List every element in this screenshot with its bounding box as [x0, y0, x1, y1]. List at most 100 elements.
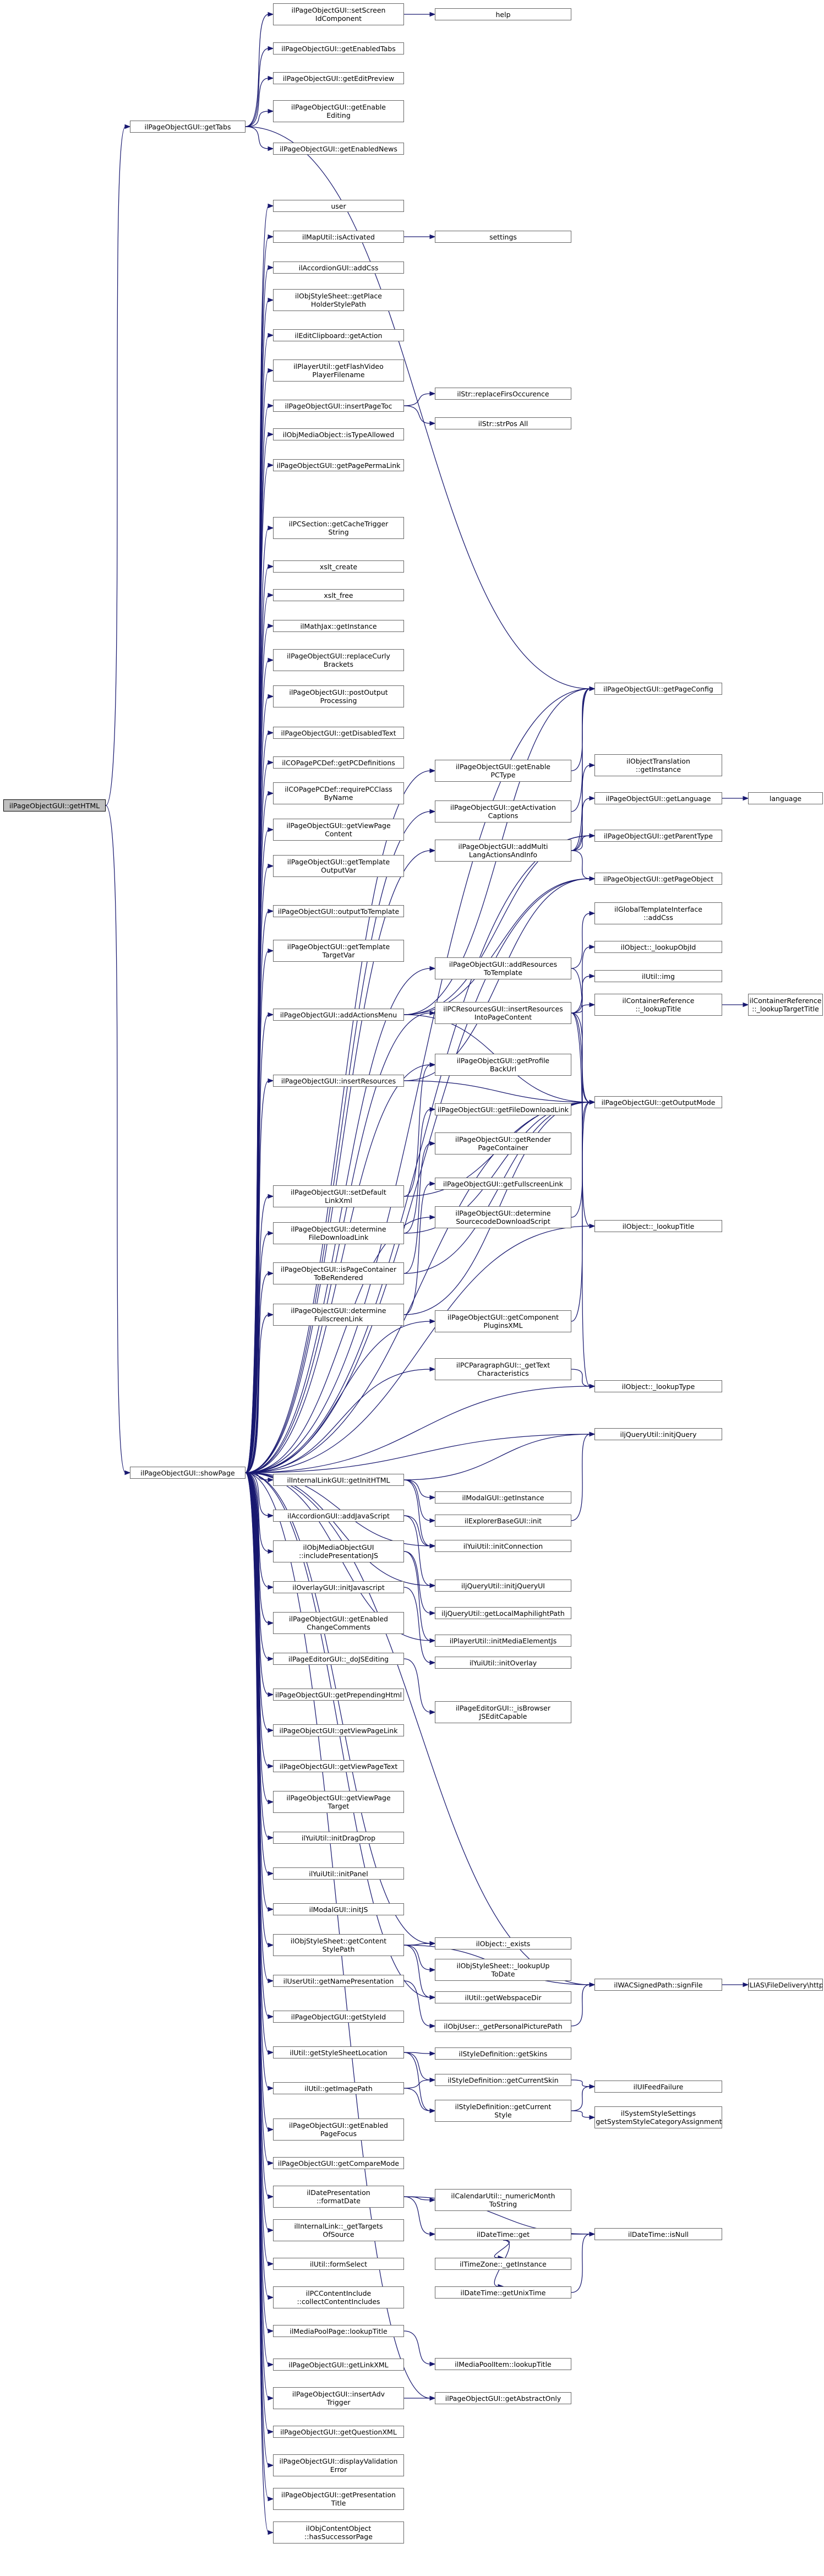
node-n70[interactable]: ilYuiUtil::initConnection	[435, 1540, 571, 1552]
node-n23[interactable]: xslt_free	[273, 589, 404, 601]
node-n12[interactable]: ilAccordionGUI::addCss	[273, 262, 404, 274]
node-n22[interactable]: xslt_create	[273, 560, 404, 573]
node-n16[interactable]: ilPageObjectGUI::insertPageToc	[273, 400, 404, 412]
node-n73[interactable]: ilObjMediaObjectGUI ::includePresentatio…	[273, 1540, 404, 1562]
node-n101[interactable]: ilStyleDefinition::getCurrent Style	[435, 2100, 571, 2122]
node-n71[interactable]: ilAccordionGUI::addJavaScript	[273, 1510, 404, 1522]
node-n58[interactable]: ilPageObjectGUI::getOutputMode	[594, 1096, 722, 1108]
node-n78[interactable]: ilPageObjectGUI::getEnabled ChangeCommen…	[273, 1612, 404, 1634]
node-n35[interactable]: ilPageObjectGUI::insertResources	[273, 1075, 404, 1087]
node-n111[interactable]: ilDateTime::isNull	[594, 2228, 722, 2240]
node-n99[interactable]: ilStyleDefinition::getCurrentSkin	[435, 2074, 571, 2086]
node-n117[interactable]: ilPageObjectGUI::getLinkXML	[273, 2359, 404, 2371]
node-n80[interactable]: ilPageEditorGUI::_isBrowser JSEditCapabl…	[435, 1701, 571, 1723]
node-n5[interactable]: ilPageObjectGUI::getEditPreview	[273, 72, 404, 84]
node-n75[interactable]: ilPlayerUtil::initMediaElementJs	[435, 1635, 571, 1647]
node-n91[interactable]: ilUtil::getWebspaceDir	[435, 1991, 571, 2003]
node-n24[interactable]: ilMathJax::getInstance	[273, 620, 404, 632]
node-n41[interactable]: ilPageObjectGUI::getEnable PCType	[435, 760, 571, 782]
node-n34[interactable]: ilPageObjectGUI::addActionsMenu	[273, 1009, 404, 1021]
node-n69[interactable]: iljQueryUtil::initjQuery	[594, 1428, 722, 1440]
node-n4[interactable]: ilPageObjectGUI::getEnabledTabs	[273, 42, 404, 55]
node-n59[interactable]: ilPageObjectGUI::getRender PageContainer	[435, 1132, 571, 1154]
node-n25[interactable]: ilPageObjectGUI::replaceCurly Brackets	[273, 649, 404, 671]
node-n85[interactable]: ilYuiUtil::initDragDrop	[273, 1832, 404, 1844]
node-n44[interactable]: ilObjectTranslation ::getInstance	[594, 754, 722, 776]
node-n115[interactable]: ilMediaPoolPage::lookupTitle	[273, 2325, 404, 2337]
node-n11[interactable]: settings	[435, 231, 571, 243]
node-n17[interactable]: ilStr::replaceFirsOccurence	[435, 388, 571, 400]
node-n39[interactable]: ilPageObjectGUI::determine FullscreenLin…	[273, 1304, 404, 1326]
node-n33[interactable]: ilPageObjectGUI::getTemplate TargetVar	[273, 940, 404, 962]
node-n68[interactable]: ilExplorerBaseGUI::init	[435, 1515, 571, 1527]
node-n3[interactable]: ilPageObjectGUI::setScreen IdComponent	[273, 3, 404, 25]
node-n9[interactable]: user	[273, 200, 404, 212]
node-n113[interactable]: ilUtil::formSelect	[273, 2258, 404, 2270]
node-n65[interactable]: ilObject::_lookupType	[594, 1380, 722, 1392]
node-n74[interactable]: iljQueryUtil::getLocalMaphilightPath	[435, 1607, 571, 1619]
node-n53[interactable]: ilUtil::img	[594, 970, 722, 982]
node-n27[interactable]: ilPageObjectGUI::getDisabledText	[273, 727, 404, 739]
node-n76[interactable]: ilOverlayGUI::initJavascript	[273, 1581, 404, 1593]
node-n54[interactable]: ilContainerReference ::_lookupTitle	[594, 994, 722, 1016]
node-n50[interactable]: ilGlobalTemplateInterface ::addCss	[594, 902, 722, 924]
node-n100[interactable]: ilUtil::getImagePath	[273, 2082, 404, 2094]
node-n87[interactable]: ilModalGUI::initJS	[273, 1903, 404, 1915]
node-n21[interactable]: ilPCSection::getCacheTrigger String	[273, 517, 404, 539]
node-n30[interactable]: ilPageObjectGUI::getViewPage Content	[273, 819, 404, 841]
node-n86[interactable]: ilYuiUtil::initPanel	[273, 1867, 404, 1880]
node-n82[interactable]: ilPageObjectGUI::getViewPageLink	[273, 1724, 404, 1736]
node-n57[interactable]: ilPageObjectGUI::getFileDownloadLink	[435, 1103, 571, 1115]
node-n63[interactable]: ilPageObjectGUI::getComponent PluginsXML	[435, 1310, 571, 1332]
node-n13[interactable]: ilObjStyleSheet::getPlace HolderStylePat…	[273, 289, 404, 311]
node-n84[interactable]: ilPageObjectGUI::getViewPage Target	[273, 1791, 404, 1813]
node-n79[interactable]: ilPageEditorGUI::_doJSEditing	[273, 1653, 404, 1665]
node-n66[interactable]: ilInternalLinkGUI::getInitHTML	[273, 1474, 404, 1486]
node-n46[interactable]: language	[748, 792, 823, 804]
node-n49[interactable]: ilPageObjectGUI::addResources ToTemplate	[435, 957, 571, 979]
node-n67[interactable]: ilModalGUI::getInstance	[435, 1491, 571, 1504]
node-n6[interactable]: ilPageObjectGUI::getEnable Editing	[273, 100, 404, 122]
node-n96[interactable]: ilPageObjectGUI::getStyleId	[273, 2011, 404, 2023]
node-n43[interactable]: ilPageObjectGUI::addMulti LangActionsAnd…	[435, 840, 571, 862]
node-n56[interactable]: ilPageObjectGUI::getProfile BackUrl	[435, 1054, 571, 1076]
node-n37[interactable]: ilPageObjectGUI::determine FileDownloadL…	[273, 1222, 404, 1244]
node-n31[interactable]: ilPageObjectGUI::getTemplate OutputVar	[273, 855, 404, 877]
node-n60[interactable]: ilPageObjectGUI::getFullscreenLink	[435, 1178, 571, 1190]
node-n118[interactable]: ilPageObjectGUI::insertAdv Trigger	[273, 2387, 404, 2409]
node-n92[interactable]: ilWACSignedPath::signFile	[594, 1979, 722, 1991]
node-n107[interactable]: ilCalendarUtil::_numericMonth ToString	[435, 2189, 571, 2211]
node-n1[interactable]: ilPageObjectGUI::getTabs	[130, 121, 245, 133]
node-n2[interactable]: ilPageObjectGUI::showPage	[130, 1467, 245, 1479]
node-n93[interactable]: ILIAS\FileDelivery\http	[748, 1979, 823, 1991]
node-n18[interactable]: ilStr::strPos All	[435, 417, 571, 429]
node-n106[interactable]: ilDatePresentation ::formatDate	[273, 2186, 404, 2208]
node-n29[interactable]: ilCOPagePCDef::requirePCClass ByName	[273, 782, 404, 804]
node-n123[interactable]: ilObjContentObject ::hasSuccessorPage	[273, 2521, 404, 2544]
node-n114[interactable]: ilPCContentInclude ::collectContentInclu…	[273, 2286, 404, 2308]
node-n103[interactable]: ilSystemStyleSettings ::getSystemStyleCa…	[594, 2106, 722, 2128]
node-n14[interactable]: ilEditClipboard::getAction	[273, 329, 404, 341]
node-n20[interactable]: ilPageObjectGUI::getPagePermaLink	[273, 459, 404, 471]
node-n28[interactable]: ilCOPagePCDef::getPCDefinitions	[273, 756, 404, 769]
node-n52[interactable]: ilObject::_lookupObjId	[594, 941, 722, 953]
node-n121[interactable]: ilPageObjectGUI::displayValidation Error	[273, 2454, 404, 2476]
node-n122[interactable]: ilPageObjectGUI::getPresentation Title	[273, 2488, 404, 2510]
node-n72[interactable]: iljQueryUtil::initjQueryUI	[435, 1580, 571, 1592]
node-n97[interactable]: ilUtil::getStyleSheetLocation	[273, 2046, 404, 2058]
node-n7[interactable]: ilPageObjectGUI::getEnabledNews	[273, 143, 404, 155]
node-n61[interactable]: ilPageObjectGUI::determine SourcecodeDow…	[435, 1206, 571, 1228]
node-n119[interactable]: ilPageObjectGUI::getAbstractOnly	[435, 2392, 571, 2404]
node-n64[interactable]: ilPCParagraphGUI::_getText Characteristi…	[435, 1358, 571, 1380]
node-n36[interactable]: ilPageObjectGUI::setDefault LinkXml	[273, 1185, 404, 1207]
node-n62[interactable]: ilObject::_lookupTitle	[594, 1220, 722, 1232]
node-n116[interactable]: ilMediaPoolItem::lookupTitle	[435, 2358, 571, 2370]
node-n15[interactable]: ilPlayerUtil::getFlashVideo PlayerFilena…	[273, 360, 404, 382]
node-n89[interactable]: ilObject::_exists	[435, 1937, 571, 1949]
node-n45[interactable]: ilPageObjectGUI::getLanguage	[594, 792, 722, 804]
node-n8[interactable]: help	[435, 8, 571, 20]
node-n110[interactable]: ilDateTime::getUnixTime	[435, 2286, 571, 2299]
node-n109[interactable]: ilTimeZone::_getInstance	[435, 2258, 571, 2270]
node-n40[interactable]: ilPageObjectGUI::getPageConfig	[594, 683, 722, 695]
node-n102[interactable]: ilUIFeedFailure	[594, 2081, 722, 2093]
